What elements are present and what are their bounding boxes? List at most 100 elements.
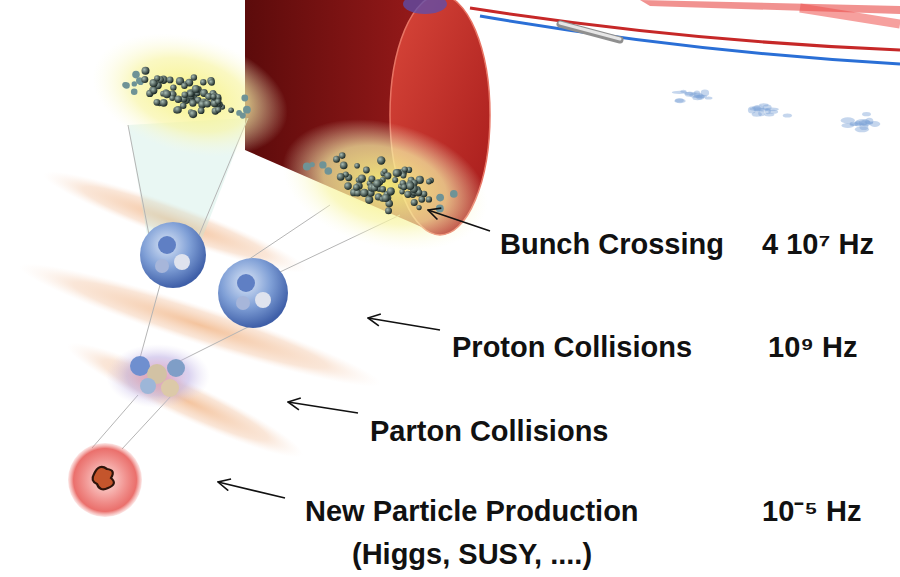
proton-sphere [218, 258, 288, 328]
bunch-particle [353, 184, 360, 191]
bunch-particle [380, 186, 386, 192]
bunch-particle [243, 106, 251, 114]
bunch-particle [175, 96, 182, 103]
bunch-particle [319, 161, 326, 168]
bunch-smudge [672, 91, 687, 94]
bunch-particle [402, 167, 408, 173]
bunch-particle [154, 99, 161, 106]
bunch-particle [211, 94, 217, 100]
bunch-particle [426, 196, 432, 202]
bunch-particle [373, 179, 381, 187]
bunch-particle [340, 162, 348, 170]
bunch-particle [215, 99, 221, 105]
bunch-particle [170, 84, 176, 90]
bunch-particle [204, 100, 211, 107]
bunch-particle [404, 191, 411, 198]
bunch-smudge [674, 99, 685, 104]
beam-pipe [560, 23, 620, 39]
quark [236, 296, 250, 310]
quark [255, 292, 271, 308]
parton [140, 378, 156, 394]
parton [130, 356, 150, 376]
bunch-particle [365, 196, 373, 204]
quark [158, 236, 176, 254]
bunch-particle [215, 107, 221, 113]
bunch-particle [141, 76, 148, 83]
leader-arrow [428, 210, 490, 231]
bunch-smudge [861, 120, 871, 127]
stage-label: Proton Collisions [452, 331, 692, 364]
new-particle-core [93, 467, 114, 489]
bunch-particle [189, 100, 196, 107]
bunch-glow [78, 13, 301, 177]
bunch-particle [154, 75, 160, 81]
leader-arrow [218, 482, 285, 498]
bunch-particle [200, 79, 206, 85]
bunch-particle [192, 85, 200, 93]
detector-interior [403, 0, 447, 14]
rate-value: 10⁻⁵ Hz [762, 495, 861, 528]
bunch-glow [268, 98, 503, 272]
bunch-particles [122, 67, 457, 215]
bunch-particle [132, 81, 137, 86]
bunch-particle [160, 99, 168, 107]
bunch-particle [325, 167, 333, 175]
bunch-particle [360, 189, 368, 197]
stage-label: Parton Collisions [370, 415, 608, 448]
bunch-smudge [765, 108, 771, 114]
bunch-smudge [855, 126, 869, 132]
bunch-particle [122, 82, 128, 88]
bunch-particle [363, 167, 370, 174]
bunch-particle [142, 67, 150, 75]
bunch-particle [436, 204, 444, 212]
bunch-particle [150, 87, 157, 94]
beam-glow [800, 8, 900, 24]
bunch-particle [437, 195, 443, 201]
bunch-particle [163, 90, 171, 98]
quark [237, 274, 255, 292]
bunch-particle [337, 173, 345, 181]
stage-label: Bunch Crossing [500, 228, 724, 261]
bunch-particle [339, 152, 346, 159]
bunch-particle [384, 172, 391, 179]
bunch-particle [240, 113, 246, 119]
bunch-particle [385, 207, 392, 214]
bunch-particle [182, 92, 189, 99]
bunch-smudge [693, 95, 707, 99]
bunch-particle [354, 163, 360, 169]
stage-label: New Particle Production [305, 495, 639, 528]
beam-line [480, 16, 900, 64]
bunch-particle [417, 205, 422, 210]
bunch-particle [344, 182, 352, 190]
bunch-smudge [850, 122, 858, 126]
bunch-particle [228, 107, 234, 113]
bunch-smudge [783, 113, 792, 117]
parton [167, 359, 185, 377]
stage-note: (Higgs, SUSY, ....) [352, 538, 592, 571]
parton [161, 379, 179, 397]
bunch-particle [358, 174, 366, 182]
bunch-particle [132, 71, 140, 79]
bunch-particle [406, 182, 414, 190]
leader-arrow [288, 402, 358, 413]
beam-glow [640, 0, 900, 14]
bunch-particle [333, 156, 340, 163]
bunch-particle [382, 194, 390, 202]
bunch-particle [181, 83, 187, 89]
bunch-particle [436, 194, 444, 202]
bunch-particle [241, 95, 248, 102]
bunch-particle [393, 169, 401, 177]
rate-value: 10⁹ Hz [768, 331, 858, 364]
bunch-particle [198, 107, 205, 114]
bunch-particle [450, 190, 458, 198]
bunch-particle [401, 184, 407, 190]
bunch-particle [189, 110, 197, 118]
zoom-line [128, 125, 150, 240]
bunch-particle [303, 162, 311, 170]
bunch-particle [209, 79, 215, 85]
bunch-smudge [752, 112, 762, 117]
quark [174, 254, 190, 270]
new-particle-sphere [68, 443, 142, 517]
proton-sphere [140, 222, 206, 288]
